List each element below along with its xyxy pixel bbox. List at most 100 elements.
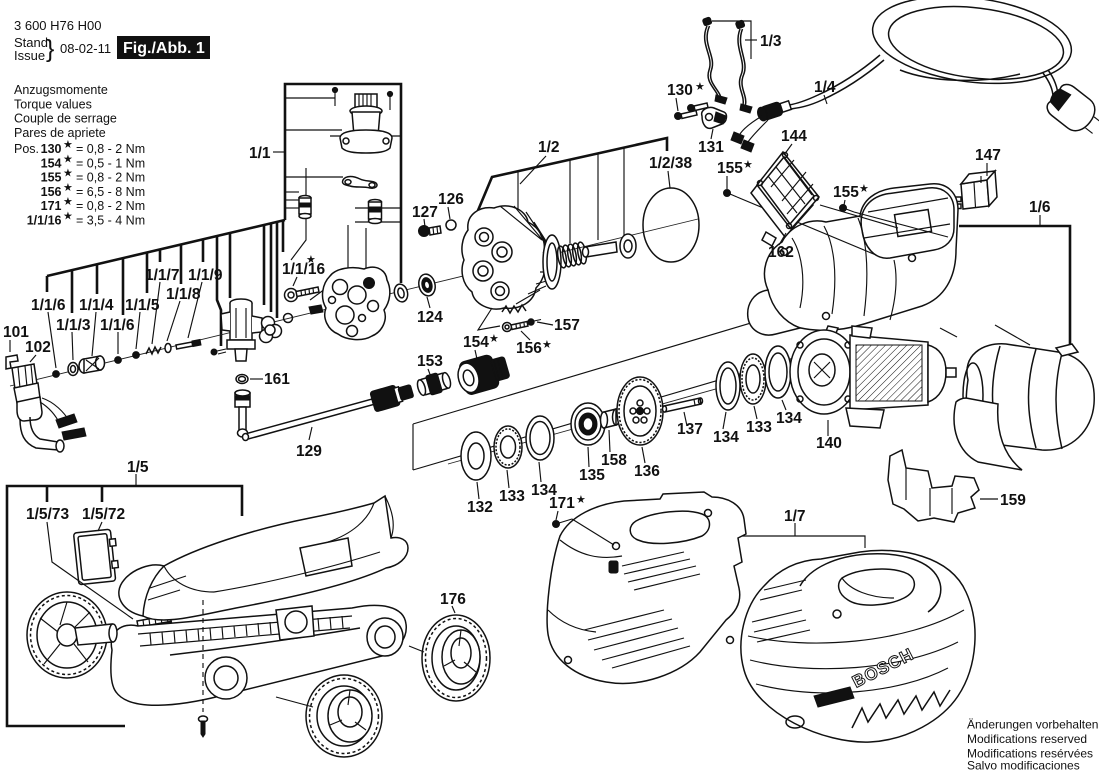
issue-date: 08-02-11 (60, 41, 111, 56)
spade-terminal (61, 427, 87, 441)
chassis-screw (197, 715, 209, 738)
star-icon: ★ (743, 159, 753, 171)
ball-1-1-6 (114, 356, 122, 364)
allen-bolt-1-1-16 (283, 286, 320, 303)
ring-132 (460, 431, 492, 481)
shell-left-1-7 (546, 491, 747, 685)
torque-row-value: = 6,5 - 8 Nm (76, 185, 145, 199)
label-161: 161 (264, 371, 290, 388)
footer-note-fr: Modifications resérvées (967, 747, 1093, 761)
label-1-1-8: 1/1/8 (166, 286, 201, 303)
coupler-154 (457, 354, 510, 395)
label-157: 157 (554, 317, 580, 334)
screw-155b (839, 204, 949, 238)
lance-tube-129 (241, 384, 414, 442)
torque-row-value: = 0,8 - 2 Nm (76, 142, 145, 156)
torque-heading-fr: Couple de serrage (14, 112, 117, 126)
spade-terminal (730, 131, 745, 145)
front-roller (204, 656, 248, 700)
label-159: 159 (1000, 492, 1026, 509)
bracket-1-2 (472, 136, 669, 221)
spring-1-1-7 (145, 345, 162, 356)
bearing-135 (570, 402, 606, 446)
o-ring-small (282, 312, 294, 324)
label-156: 156 (516, 340, 542, 357)
o-ring-161 (235, 373, 249, 385)
control-valve-unit (210, 298, 263, 362)
label-153: 153 (417, 353, 443, 370)
latch-tab (608, 560, 619, 574)
power-cord-1-4 (730, 0, 1099, 153)
ring-133a (493, 425, 523, 469)
part-labels: 1/1 1/2 1/2/38 1/3 1/4 1/5 1/5/72 1/5/73… (3, 33, 1051, 608)
label-1-1-6a: 1/1/6 (31, 297, 66, 314)
oil-cap-part (331, 86, 394, 154)
screw-155a (723, 189, 877, 256)
torque-row-value: = 0,8 - 2 Nm (76, 199, 145, 213)
footer-note-de: Änderungen vorbehalten (967, 718, 1098, 732)
star-icon: ★ (63, 168, 73, 180)
label-131: 131 (698, 139, 724, 156)
label-134b: 134 (713, 429, 739, 446)
comb-diagonal (46, 218, 286, 278)
nut (308, 304, 324, 315)
bracket-1-6 (959, 224, 1072, 348)
torque-heading-de: Anzugsmomente (14, 83, 108, 97)
door-panel-1-5-72 (73, 528, 120, 586)
clamp-131 (700, 106, 728, 130)
group-brackets (5, 20, 1072, 728)
label-1-2: 1/2 (538, 139, 560, 156)
torque-pos-prefix: Pos. (14, 142, 39, 156)
stand-label: Stand (14, 35, 48, 50)
label-1-1-6b: 1/1/6 (100, 317, 135, 334)
torque-heading-es: Pares de apriete (14, 126, 106, 140)
star-icon: ★ (63, 139, 73, 151)
torque-row-value: = 3,5 - 4 Nm (76, 214, 145, 228)
star-icon: ★ (306, 254, 316, 266)
motor-140 (789, 325, 957, 429)
screws-130 (674, 102, 709, 120)
bearing-disc (619, 233, 637, 259)
label-144: 144 (781, 128, 807, 145)
header: 3 600 H76 H00 Stand Issue } 08-02-11 Fig… (14, 18, 210, 63)
star-icon: ★ (63, 153, 73, 165)
torque-row-pos: 155 (41, 171, 62, 185)
label-1-2-38: 1/2/38 (649, 155, 692, 172)
valve-cage-1-1-4 (78, 355, 106, 374)
gear-train (460, 345, 792, 481)
pin-1-1-9 (175, 338, 202, 350)
water-inlet-102 (11, 363, 87, 453)
piston-pin (581, 241, 618, 258)
torque-table: Anzugsmomente Torque values Couple de se… (14, 83, 145, 228)
body-shell (118, 494, 409, 621)
bearing-rings-124 (393, 273, 436, 303)
clip-101 (5, 354, 19, 370)
star-icon: ★ (63, 211, 73, 223)
fitting-part (367, 198, 383, 225)
fitting-part (298, 194, 312, 220)
label-1-1-9: 1/1/9 (188, 267, 223, 284)
spade-terminal (55, 413, 78, 429)
figure-title-box (117, 36, 210, 59)
wire-pair-1-3 (702, 16, 753, 114)
label-130: 130 (667, 82, 693, 99)
label-176: 176 (440, 591, 466, 608)
comb-tooth (215, 236, 223, 346)
label-1-1-4: 1/1/4 (79, 297, 114, 314)
torque-row-pos: 156 (41, 185, 62, 199)
label-134a: 134 (531, 482, 557, 499)
rear-roller (366, 617, 404, 657)
label-129: 129 (296, 443, 322, 460)
outlet-pipe (234, 389, 251, 438)
label-1-1: 1/1 (249, 145, 271, 162)
star-icon: ★ (859, 183, 869, 195)
grille-panel-144 (756, 150, 820, 231)
screw-156 (501, 320, 529, 333)
label-133b: 133 (746, 419, 772, 436)
screw (210, 348, 218, 356)
motor-housing-upper-1-6 (746, 183, 959, 339)
torque-row-pos: 171 (41, 199, 62, 213)
plug-127 (418, 225, 442, 237)
star-icon: ★ (576, 494, 586, 506)
